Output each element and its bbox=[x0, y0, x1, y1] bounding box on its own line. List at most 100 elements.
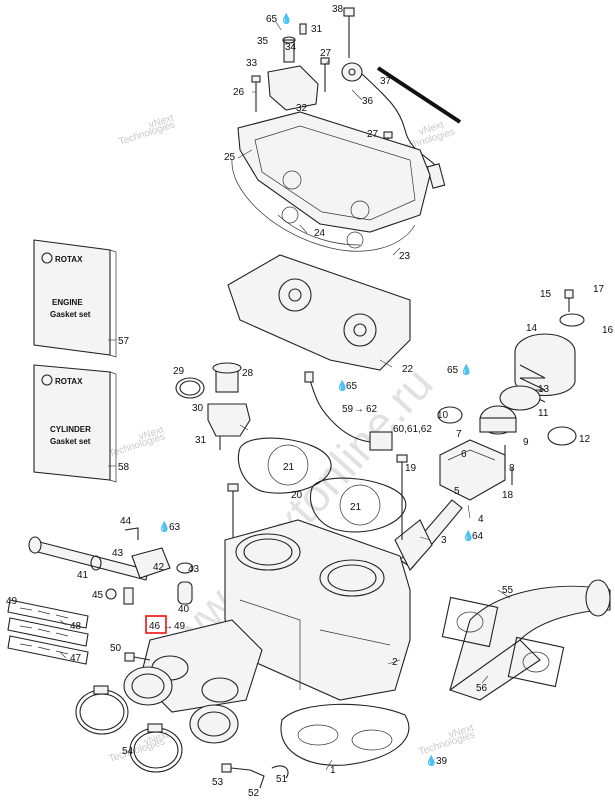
callout-19: 19 bbox=[405, 463, 417, 474]
cylinder-kit-brand: ROTAX bbox=[55, 377, 83, 386]
callout-5: 5 bbox=[454, 486, 460, 497]
fastener-45 bbox=[105, 588, 117, 600]
callout-20: 20 bbox=[291, 490, 303, 501]
callout-32: 32 bbox=[296, 103, 308, 114]
highlight-box bbox=[145, 615, 167, 634]
callout-65: 65 bbox=[266, 14, 278, 25]
rubber-intake-right bbox=[189, 704, 239, 744]
callout-40: 40 bbox=[178, 604, 190, 615]
callout-49: 49 bbox=[6, 596, 18, 607]
oil-drop-icon: 💧 bbox=[336, 379, 348, 392]
callout-64: 64 bbox=[472, 531, 484, 542]
base-gasket bbox=[280, 703, 410, 766]
callout-63: 63 bbox=[169, 522, 181, 533]
callout-9: 9 bbox=[523, 437, 529, 448]
callout-25: 25 bbox=[224, 152, 236, 163]
connector-60 bbox=[369, 431, 393, 451]
callout-27: 27 bbox=[320, 48, 332, 59]
sensor-wire bbox=[361, 73, 446, 189]
callout-49: 49 bbox=[174, 621, 186, 632]
water-outlet-elbow bbox=[267, 36, 319, 111]
thermostat-oring bbox=[175, 377, 205, 399]
oring-10 bbox=[437, 406, 463, 424]
watermark-technologies: Technologies bbox=[118, 119, 177, 148]
callout-54: 54 bbox=[122, 746, 134, 757]
exhaust-manifold bbox=[448, 579, 611, 701]
rotary-valve-9 bbox=[479, 405, 517, 435]
callout-42: 42 bbox=[153, 562, 165, 573]
reed-valve-stack bbox=[7, 599, 89, 665]
callout-48: 48 bbox=[70, 621, 82, 632]
valve-housing-4 bbox=[439, 439, 506, 501]
rotary-valve-cover bbox=[514, 333, 576, 397]
callout-4: 4 bbox=[478, 514, 484, 525]
callout-62: 62 bbox=[366, 404, 378, 415]
oil-drop-icon: 💧 bbox=[280, 12, 292, 25]
oil-drop-icon: 💧 bbox=[425, 754, 437, 767]
callout-3: 3 bbox=[441, 535, 447, 546]
fastener-42 bbox=[123, 587, 134, 605]
callout-65: 65 bbox=[346, 381, 358, 392]
callout-14: 14 bbox=[526, 323, 538, 334]
callout-28: 28 bbox=[242, 368, 254, 379]
callout-35: 35 bbox=[257, 36, 269, 47]
hose-clamp-right bbox=[129, 723, 183, 773]
water-hose-59 bbox=[304, 371, 371, 443]
oring-16 bbox=[559, 313, 585, 327]
cylinder-kit-line2: Gasket set bbox=[50, 437, 91, 446]
callout-58: 58 bbox=[118, 462, 130, 473]
callout-43: 43 bbox=[112, 548, 124, 559]
head-gasket-21-right bbox=[310, 477, 407, 533]
cylinder-head-cover bbox=[237, 111, 431, 233]
cylinder-kit-line1: CYLINDER bbox=[50, 425, 91, 434]
bracket-52 bbox=[249, 769, 265, 789]
callout-60-61-62: 60,61,62 bbox=[393, 424, 432, 435]
callout-51: 51 bbox=[276, 774, 288, 785]
oring-43b bbox=[176, 562, 194, 574]
callout-33: 33 bbox=[246, 58, 258, 69]
callout-13: 13 bbox=[538, 384, 550, 395]
callout-65: 65 bbox=[447, 365, 459, 376]
callout-34: 34 bbox=[285, 42, 297, 53]
engine-gasket-kit-box: ROTAX ENGINE Gasket set bbox=[33, 239, 117, 358]
thermostat-housing bbox=[207, 403, 251, 450]
shaft-3 bbox=[394, 499, 463, 571]
cylinder-head bbox=[227, 254, 411, 371]
callout-15: 15 bbox=[540, 289, 552, 300]
head-gasket-21-left bbox=[237, 437, 332, 494]
callout-6: 6 bbox=[461, 449, 467, 460]
engine-kit-line2: Gasket set bbox=[50, 310, 91, 319]
cylinder-gasket-kit-box: ROTAX CYLINDER Gasket set bbox=[33, 364, 117, 483]
oil-drop-icon: 💧 bbox=[158, 520, 170, 533]
callout-59: 59 bbox=[342, 404, 354, 415]
spark-plug-tool-37 bbox=[376, 66, 462, 124]
callout-7: 7 bbox=[456, 429, 462, 440]
callout-44: 44 bbox=[120, 516, 132, 527]
bolt-17 bbox=[564, 289, 574, 312]
callout-24: 24 bbox=[314, 228, 326, 239]
callout-22: 22 bbox=[402, 364, 414, 375]
callout-41: 41 bbox=[77, 570, 89, 581]
bolt-27-top bbox=[320, 57, 330, 92]
oil-drop-icon: 💧 bbox=[462, 529, 474, 542]
callout-1: 1 bbox=[330, 765, 336, 776]
callout-46: 46 bbox=[149, 621, 161, 632]
callout-29: 29 bbox=[173, 366, 185, 377]
exhaust-gasket-right bbox=[507, 636, 565, 688]
bracket-40 bbox=[177, 581, 193, 605]
watermark-technologies: Technologies bbox=[108, 431, 167, 460]
arrow-right-icon: → bbox=[163, 621, 173, 632]
callout-37: 37 bbox=[380, 76, 392, 87]
callout-55: 55 bbox=[502, 585, 514, 596]
watermark-technologies: Technologies bbox=[418, 729, 477, 758]
temperature-sensor bbox=[341, 62, 363, 82]
callout-2: 2 bbox=[392, 657, 398, 668]
engine-kit-line1: ENGINE bbox=[52, 298, 83, 307]
callout-23: 23 bbox=[399, 251, 411, 262]
callout-43: 43 bbox=[188, 564, 200, 575]
engine-kit-brand: ROTAX bbox=[55, 255, 83, 264]
callout-38: 38 bbox=[332, 4, 344, 15]
clip-44 bbox=[124, 527, 139, 540]
leader-lines bbox=[59, 21, 511, 771]
